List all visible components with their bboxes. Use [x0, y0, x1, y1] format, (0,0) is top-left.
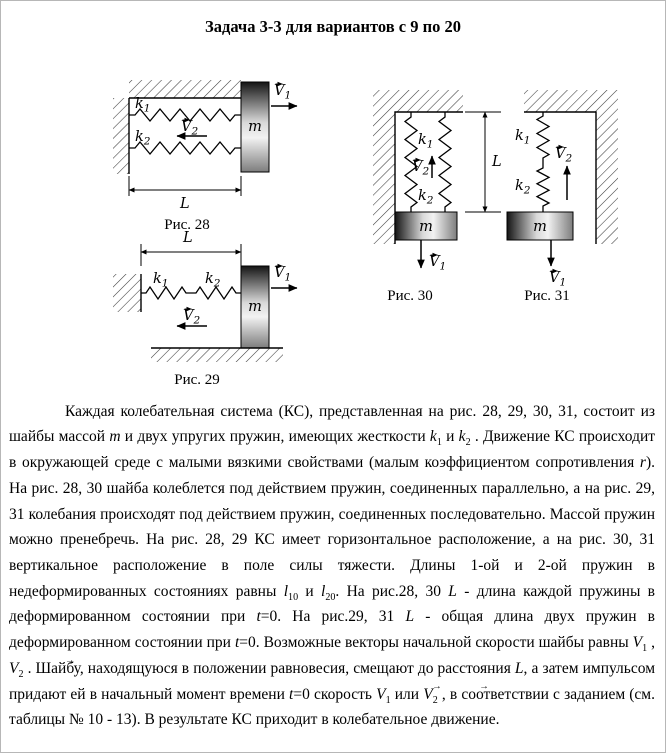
svg-text:V2: V2	[181, 119, 198, 138]
k2-label: k2	[135, 129, 151, 148]
svg-text:V2: V2	[555, 146, 572, 165]
mass-label: m	[248, 299, 262, 315]
mass-label: m	[533, 219, 547, 235]
v2-vector: V2	[412, 155, 436, 178]
k2-label: k2	[418, 188, 434, 207]
figure-29: L k1 k2 m V1	[113, 230, 298, 388]
wall-hatch	[113, 273, 141, 312]
wall-edge	[394, 110, 463, 244]
length-label: L	[491, 154, 502, 170]
v1-vector: V1	[271, 263, 298, 292]
floor-hatch	[151, 347, 283, 362]
length-dimension: L	[140, 230, 242, 266]
figure-caption: Рис. 31	[524, 288, 570, 304]
v1-vector: V1	[547, 239, 566, 289]
spring-k2	[438, 110, 452, 213]
length-label: L	[182, 230, 193, 246]
spring-k2	[536, 162, 550, 213]
wall-edge	[524, 110, 597, 244]
svg-text:V2: V2	[183, 308, 200, 327]
wall-hatch	[524, 89, 618, 244]
figure-caption: Рис. 29	[174, 372, 220, 388]
wall-hatch	[373, 89, 463, 244]
v1-label: V1	[274, 263, 291, 284]
svg-text:V1: V1	[429, 254, 446, 273]
svg-text:V1: V1	[549, 270, 566, 289]
figure-caption: Рис. 30	[387, 288, 433, 304]
v2-label: V2	[181, 117, 198, 138]
ceiling-hatch	[129, 79, 241, 98]
k2-label: k2	[205, 271, 221, 290]
problem-text: Каждая колебательная система (КС), предс…	[9, 399, 655, 733]
v2-vector: V2	[176, 117, 207, 140]
v2-label: V2	[183, 306, 200, 327]
v2-vector: V2	[555, 144, 572, 200]
spring-k1	[536, 110, 550, 165]
k1-label: k1	[418, 132, 433, 151]
svg-text:V2: V2	[412, 159, 429, 178]
length-dimension: L	[465, 111, 502, 213]
page-title: Задача 3-3 для вариантов с 9 по 20	[205, 17, 461, 36]
mass-label: m	[419, 219, 433, 235]
figure-31: k1 k2 V2 m V1 Рис. 31	[506, 89, 618, 304]
k2-label: k2	[515, 178, 531, 197]
mass-block	[506, 211, 574, 241]
svg-text:V1: V1	[274, 83, 291, 102]
v2-label: V2	[412, 157, 429, 178]
v2-label: V2	[555, 144, 572, 165]
k1-label: k1	[515, 128, 530, 147]
mass-block	[394, 211, 458, 241]
v1-label: V1	[274, 81, 291, 102]
v2-vector: V2	[176, 306, 207, 330]
figure-30: k1 k2 V2 m V1	[373, 89, 502, 304]
mass-label: m	[248, 119, 262, 135]
length-label: L	[179, 196, 190, 212]
svg-text:V1: V1	[274, 265, 291, 284]
wall-hatch	[113, 97, 129, 174]
k1-label: k1	[153, 271, 168, 290]
figure-28: m k1 k2 V2 V1 L	[113, 79, 298, 233]
v1-label: V1	[429, 252, 446, 273]
v1-label: V1	[549, 268, 566, 289]
v1-vector: V1	[417, 239, 446, 273]
k1-label: k1	[135, 96, 150, 115]
figures-diagram: m k1 k2 V2 V1 L	[113, 79, 618, 388]
figure-caption: Рис. 28	[164, 217, 210, 233]
length-dimension: L	[128, 175, 242, 212]
v1-vector: V1	[271, 81, 298, 110]
mass-block	[240, 81, 270, 173]
